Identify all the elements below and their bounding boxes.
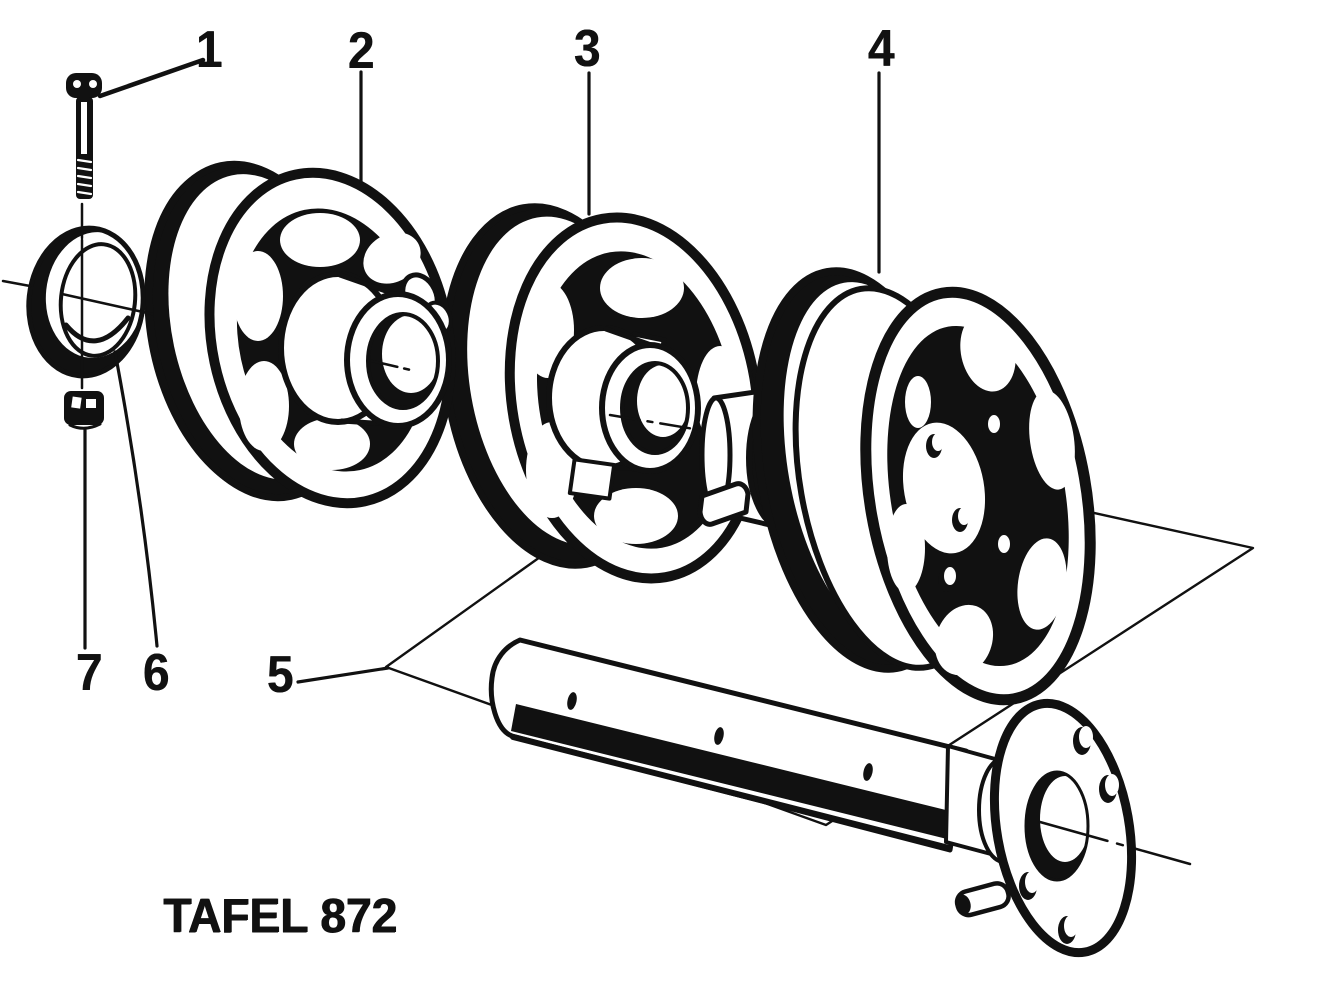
plate-caption: TAFEL 872: [163, 890, 397, 943]
center-line: [1038, 820, 1192, 866]
leader-line-6: [113, 350, 159, 648]
axle-flange-part: [944, 698, 1137, 958]
flange-stub-pin: [954, 881, 1011, 918]
leader-line-1: [97, 57, 206, 99]
flange-bolt-holes: [1019, 726, 1119, 944]
center-line: [370, 359, 417, 373]
bolt-part: [66, 73, 102, 240]
callout-5: 5: [266, 646, 294, 704]
leader-line-5: [296, 666, 390, 684]
wheel-3-part: [441, 203, 764, 584]
callout-7: 7: [75, 644, 103, 702]
center-line: [1, 279, 154, 316]
callout-2: 2: [347, 22, 375, 80]
wheel-2-part: [144, 160, 456, 509]
axle-shaft-part: [488, 637, 969, 853]
callout-6: 6: [142, 644, 170, 702]
leader-lines: [83, 57, 881, 684]
wheel-4-part: [697, 267, 1096, 706]
center-line: [608, 413, 702, 432]
callout-1: 1: [195, 21, 223, 79]
bushing-ring-part: [1, 225, 154, 390]
callout-4: 4: [867, 20, 895, 78]
wheel-bolt-holes: [926, 415, 1010, 592]
nut-part: [64, 391, 104, 430]
callout-3: 3: [573, 20, 601, 78]
hub-clip: [697, 481, 751, 527]
